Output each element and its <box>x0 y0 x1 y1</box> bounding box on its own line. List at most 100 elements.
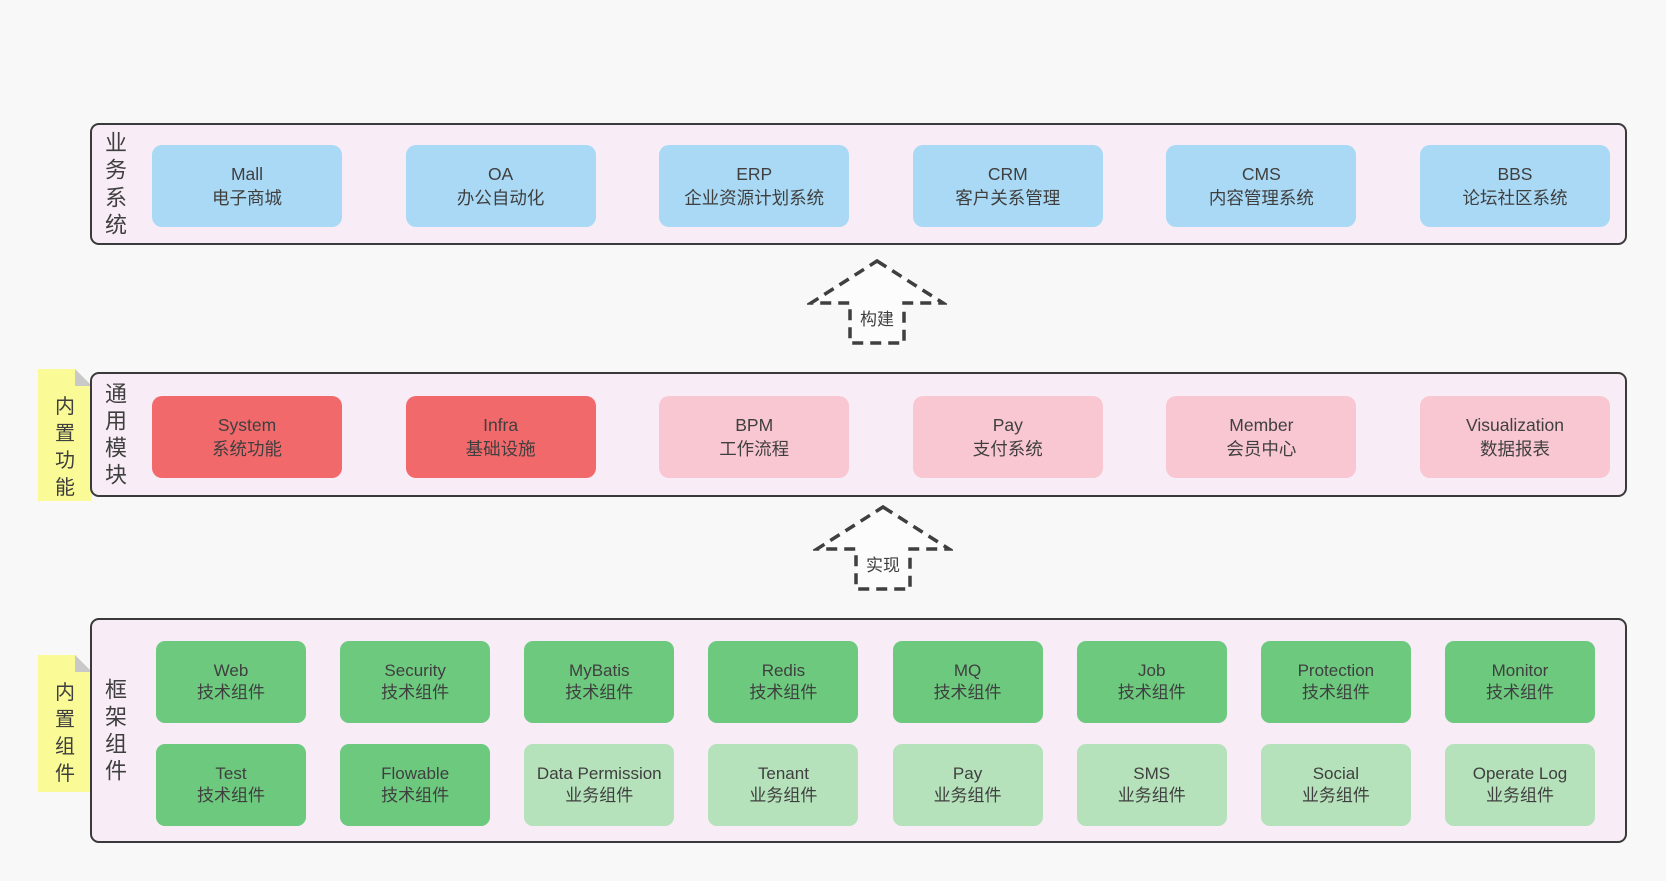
box-subtitle: 技术组件 <box>197 786 265 805</box>
box-title: BBS <box>1497 163 1533 184</box>
box-title: OA <box>487 163 514 184</box>
box-title: Tenant <box>757 764 809 784</box>
box-title: CMS <box>1241 163 1281 184</box>
box-web: Web 技术组件 <box>156 641 306 723</box>
box-title: Test <box>215 764 247 784</box>
box-tenant: Tenant 业务组件 <box>708 744 859 826</box>
box-title: Pay <box>992 414 1023 435</box>
components-box-row-1: Web 技术组件 Security 技术组件 MyBatis 技术组件 Redi… <box>156 641 1595 723</box>
panel-vertical-label: 业务系统 <box>104 130 127 238</box>
box-mq: MQ 技术组件 <box>892 641 1043 723</box>
box-subtitle: 技术组件 <box>381 786 450 805</box>
panel-business-systems: 业务系统 Mall 电子商城 OA 办公自动化 ERP 企业资源计划系统 CRM… <box>90 123 1627 245</box>
box-title: MQ <box>953 661 982 681</box>
box-title: SMS <box>1133 764 1171 784</box>
box-subtitle: 业务组件 <box>1485 786 1554 805</box>
sticky-label: 内置组件 <box>55 682 75 785</box>
box-title: Data Permission <box>536 764 662 784</box>
box-pay-business: Pay 业务组件 <box>892 744 1043 826</box>
box-bbs: BBS 论坛社区系统 <box>1419 145 1610 227</box>
box-subtitle: 技术组件 <box>565 683 634 702</box>
box-title: CRM <box>987 163 1028 184</box>
box-title: Social <box>1312 764 1359 784</box>
sticky-builtin-features: 内置功能 <box>38 369 92 501</box>
box-redis: Redis 技术组件 <box>708 641 859 723</box>
panel-framework-components: 框架组件 Web 技术组件 Security 技术组件 MyBatis 技术组件… <box>90 618 1627 843</box>
box-title: Redis <box>761 661 806 681</box>
box-title: System <box>217 414 277 435</box>
panel-common-modules: 通用模块 System 系统功能 Infra 基础设施 BPM 工作流程 Pay… <box>90 372 1627 497</box>
up-arrow-icon <box>813 504 953 591</box>
box-subtitle: 技术组件 <box>1301 683 1370 702</box>
box-visualization: Visualization 数据报表 <box>1419 396 1610 478</box>
box-subtitle: 客户关系管理 <box>955 188 1061 208</box>
sticky-label: 内置功能 <box>55 396 75 499</box>
box-title: Monitor <box>1491 661 1549 681</box>
arrow-build: 构建 <box>807 258 947 346</box>
box-subtitle: 办公自动化 <box>456 188 545 208</box>
sticky-builtin-components: 内置组件 <box>38 655 92 792</box>
box-title: Infra <box>483 414 519 435</box>
box-data-permission: Data Permission 业务组件 <box>524 744 675 826</box>
box-subtitle: 业务组件 <box>933 786 1002 805</box>
box-subtitle: 基础设施 <box>465 439 536 459</box>
box-subtitle: 技术组件 <box>197 683 265 702</box>
box-subtitle: 技术组件 <box>381 683 450 702</box>
box-oa: OA 办公自动化 <box>405 145 596 227</box>
box-subtitle: 内容管理系统 <box>1208 188 1314 208</box>
components-box-row-2: Test 技术组件 Flowable 技术组件 Data Permission … <box>156 744 1595 826</box>
box-title: ERP <box>736 163 773 184</box>
box-infra: Infra 基础设施 <box>405 396 596 478</box>
box-subtitle: 电子商城 <box>212 188 282 208</box>
box-system: System 系统功能 <box>152 396 342 478</box>
box-subtitle: 论坛社区系统 <box>1462 188 1568 208</box>
box-sms: SMS 业务组件 <box>1076 744 1227 826</box>
box-title: Member <box>1229 414 1294 435</box>
box-crm: CRM 客户关系管理 <box>912 145 1103 227</box>
box-subtitle: 技术组件 <box>1117 683 1186 702</box>
box-title: Operate Log <box>1472 764 1568 784</box>
box-title: MyBatis <box>569 661 630 681</box>
box-subtitle: 技术组件 <box>1485 683 1554 702</box>
modules-box-row: System 系统功能 Infra 基础设施 BPM 工作流程 Pay 支付系统… <box>152 396 1610 478</box>
box-mall: Mall 电子商城 <box>152 145 342 227</box>
box-subtitle: 技术组件 <box>749 683 818 702</box>
box-title: Web <box>213 661 249 681</box>
box-title: Security <box>384 661 446 681</box>
box-monitor: Monitor 技术组件 <box>1444 641 1595 723</box>
box-title: Mall <box>230 163 264 184</box>
box-pay: Pay 支付系统 <box>912 396 1103 478</box>
arrow-implement: 实现 <box>813 504 953 592</box>
box-subtitle: 技术组件 <box>933 683 1002 702</box>
box-mybatis: MyBatis 技术组件 <box>524 641 675 723</box>
box-subtitle: 会员中心 <box>1226 439 1297 459</box>
arrow-label: 实现 <box>866 556 900 575</box>
box-cms: CMS 内容管理系统 <box>1166 145 1357 227</box>
box-subtitle: 业务组件 <box>1117 786 1186 805</box>
box-protection: Protection 技术组件 <box>1260 641 1411 723</box>
business-box-row: Mall 电子商城 OA 办公自动化 ERP 企业资源计划系统 CRM 客户关系… <box>152 145 1610 227</box>
panel-vertical-label: 通用模块 <box>104 380 127 488</box>
box-bpm: BPM 工作流程 <box>659 396 850 478</box>
box-subtitle: 业务组件 <box>1301 786 1370 805</box>
box-title: Visualization <box>1466 414 1564 435</box>
box-title: Pay <box>952 764 983 784</box>
box-subtitle: 数据报表 <box>1479 439 1550 459</box>
panel-vertical-label: 框架组件 <box>104 676 127 784</box>
box-title: Flowable <box>381 764 450 784</box>
arrow-label: 构建 <box>860 310 894 329</box>
box-flowable: Flowable 技术组件 <box>340 744 491 826</box>
up-arrow-icon <box>807 258 947 345</box>
box-test: Test 技术组件 <box>156 744 306 826</box>
box-subtitle: 工作流程 <box>719 439 790 459</box>
box-subtitle: 系统功能 <box>212 439 282 459</box>
box-job: Job 技术组件 <box>1076 641 1227 723</box>
box-title: BPM <box>735 414 774 435</box>
box-subtitle: 支付系统 <box>972 439 1043 459</box>
box-social: Social 业务组件 <box>1260 744 1411 826</box>
box-title: Protection <box>1297 661 1375 681</box>
box-erp: ERP 企业资源计划系统 <box>659 145 850 227</box>
box-subtitle: 业务组件 <box>565 786 634 805</box>
box-member: Member 会员中心 <box>1166 396 1357 478</box>
box-security: Security 技术组件 <box>340 641 491 723</box>
